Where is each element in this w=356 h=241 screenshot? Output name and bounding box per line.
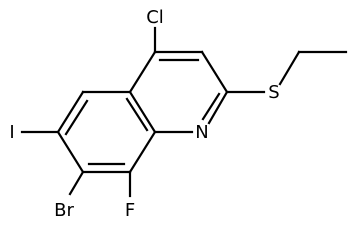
bond-c8a-c4a-inner [125,97,149,132]
bond-c7-br [68,170,85,196]
atom-bromine-label: Br [54,200,74,221]
bond-c8-c8a [128,130,157,174]
atom-fluorine-label: F [125,200,135,221]
bond-s-ch2 [278,50,301,86]
bond-c6-c7 [56,130,85,174]
bond-c4a-c4 [128,50,157,94]
bond-c2-n1-inner [201,92,221,121]
atom-sulfur-label: S [268,82,279,103]
bond-c2-n1-outer [207,90,229,125]
atom-iodine-label: I [9,122,14,143]
bond-c8a-c4a-outer [128,90,157,134]
bond-c5-c6-inner [64,99,89,136]
bond-c5-c6-outer [56,90,85,134]
atom-chlorine-label: Cl [146,7,164,28]
atom-nitrogen-label: N [195,122,208,143]
bond-c3-c2 [200,50,229,94]
